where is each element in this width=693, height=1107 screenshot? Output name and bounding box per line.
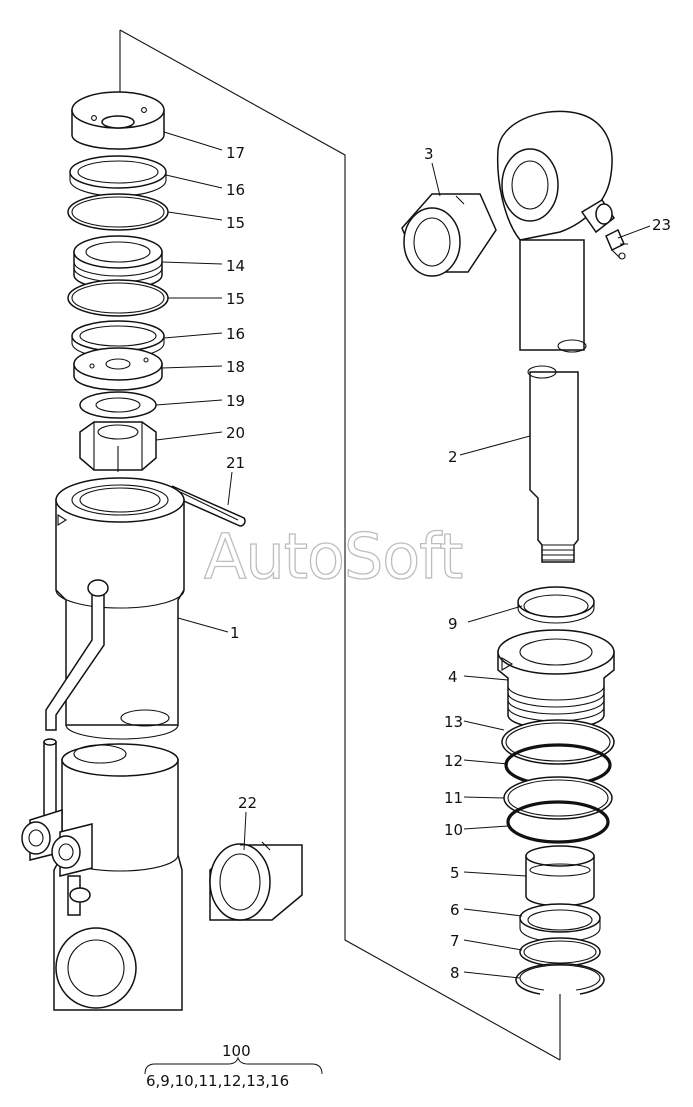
part-19-washer: [79, 391, 157, 419]
label-6: 6: [450, 901, 460, 919]
label-22: 22: [238, 794, 257, 812]
watermark-text: AutoSoft: [204, 520, 462, 593]
part-2-rod-eye: [496, 110, 616, 353]
label-2: 2: [448, 448, 458, 466]
part-13-ring: [501, 719, 615, 765]
label-20: 20: [226, 424, 245, 442]
label-14: 14: [226, 257, 245, 275]
label-13: 13: [444, 713, 463, 731]
label-21: 21: [226, 454, 245, 472]
part-21-cotter-pin: [167, 485, 246, 527]
label-19: 19: [226, 392, 245, 410]
kit-number: 100: [222, 1042, 251, 1060]
label-1: 1: [230, 624, 240, 642]
part-22-bushing: [209, 841, 303, 921]
label-12: 12: [444, 752, 463, 770]
label-15-upper: 15: [226, 214, 245, 232]
part-17-gland-cap: [71, 91, 165, 150]
leader-lines: [155, 131, 651, 979]
part-15-oring-lower: [67, 279, 169, 317]
label-16-lower: 16: [226, 325, 245, 343]
label-23: 23: [652, 216, 671, 234]
kit-callout: 100 6,9,10,11,12,13,16: [144, 1042, 323, 1090]
label-10: 10: [444, 821, 463, 839]
label-5: 5: [450, 864, 460, 882]
label-18: 18: [226, 358, 245, 376]
part-6-ring: [519, 903, 601, 943]
label-15-lower: 15: [226, 290, 245, 308]
part-3-bushing: [401, 193, 497, 277]
label-16-upper: 16: [226, 181, 245, 199]
part-8-snap-ring: [515, 963, 605, 995]
label-9: 9: [448, 615, 458, 633]
part-5-collar: [525, 845, 595, 907]
part-4-threaded-gland: [497, 629, 615, 730]
part-10-oring: [506, 800, 610, 844]
part-20-nut: [79, 421, 157, 472]
part-1-cylinder-tube: [45, 477, 185, 740]
kit-brace: [144, 1056, 323, 1075]
label-17: 17: [226, 144, 245, 162]
part-11-ring: [503, 776, 613, 820]
part-9-wiper: [517, 586, 595, 624]
label-7: 7: [450, 932, 460, 950]
label-4: 4: [448, 668, 458, 686]
part-23-grease-nipple: [605, 228, 628, 260]
label-8: 8: [450, 964, 460, 982]
part-16-seal-upper: [69, 155, 167, 197]
part-7-ring: [519, 937, 601, 967]
part-labels: 17 16 15 14 15 16 18 19 20 21 1 22 3 23 …: [226, 144, 671, 982]
part-15-oring-upper: [67, 193, 169, 231]
kit-contents: 6,9,10,11,12,13,16: [146, 1072, 289, 1090]
part-2-piston-rod: [527, 365, 579, 563]
part-18-piston: [73, 347, 163, 391]
label-11: 11: [444, 789, 463, 807]
port-fitting-right: [51, 823, 93, 877]
part-1-lower-barrel: [21, 738, 183, 1011]
label-3: 3: [424, 145, 434, 163]
